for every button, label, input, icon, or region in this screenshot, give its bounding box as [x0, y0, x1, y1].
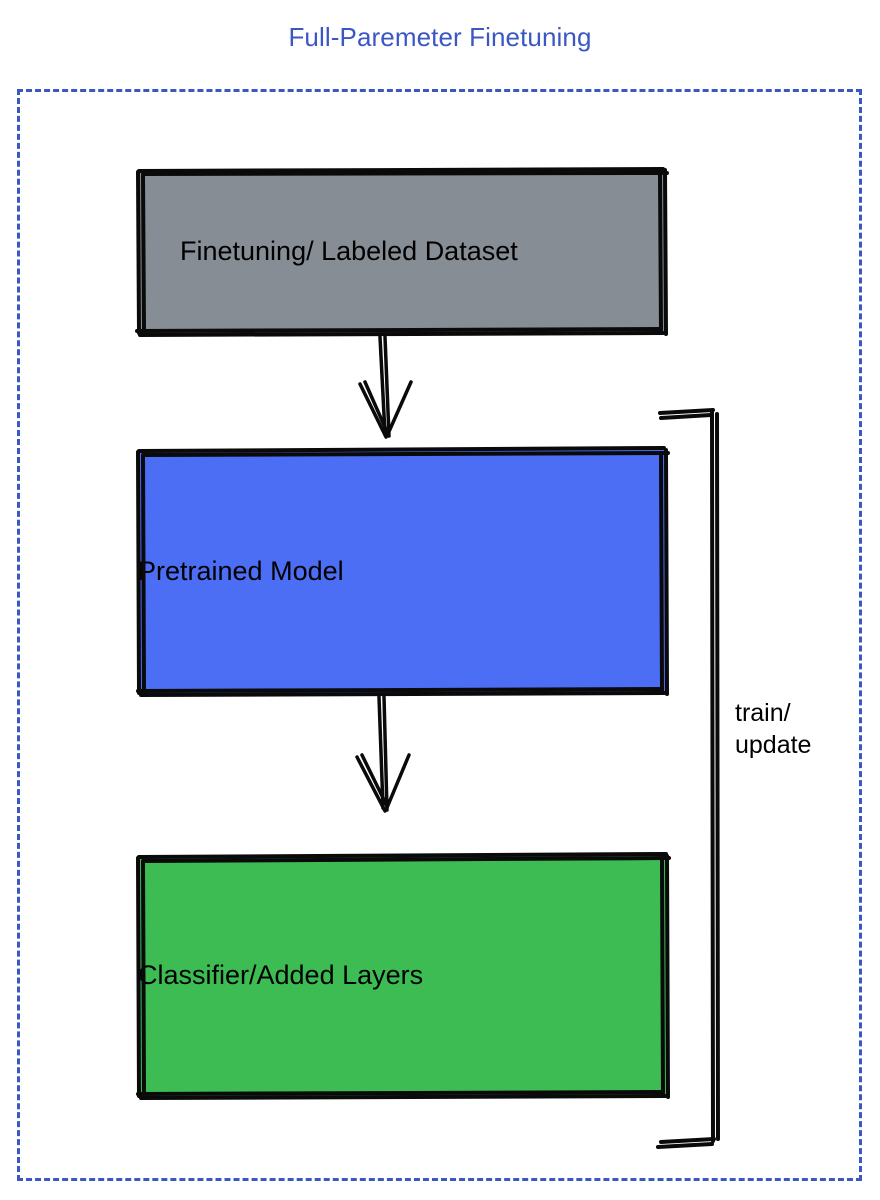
page-title: Full-Paremeter Finetuning [288, 22, 592, 52]
node-pretrained-model-label: Pretrained Model [138, 556, 344, 587]
node-classifier-added-layers[interactable]: Classifier/Added Layers [138, 855, 666, 1097]
arrow-pretrained-to-classifier [355, 695, 411, 813]
feedback-loop-label: train/ update [735, 699, 812, 759]
node-dataset-label: Finetuning/ Labeled Dataset [180, 236, 518, 267]
feedback-loop-bracket [656, 408, 720, 1149]
node-pretrained-model[interactable]: Pretrained Model [138, 450, 666, 694]
arrow-dataset-to-pretrained [358, 335, 413, 439]
node-classifier-added-layers-label: Classifier/Added Layers [138, 960, 424, 991]
node-dataset[interactable]: Finetuning/ Labeled Dataset [138, 170, 666, 334]
